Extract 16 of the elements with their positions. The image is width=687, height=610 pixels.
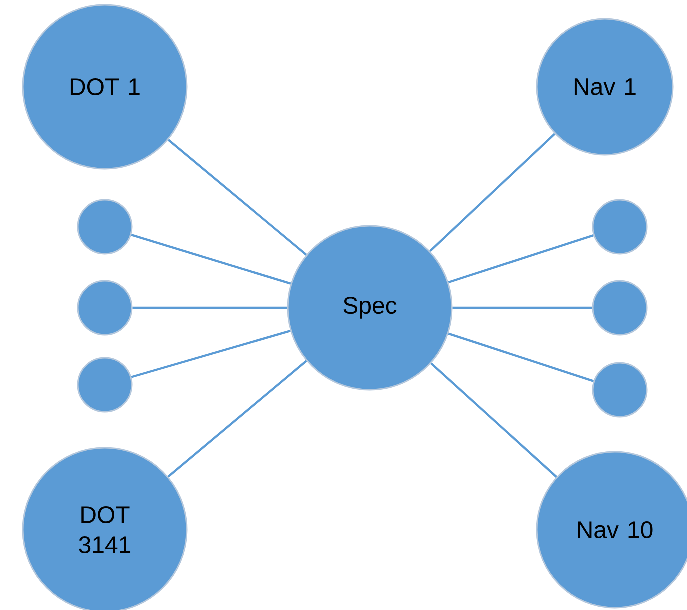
connector-line bbox=[430, 133, 556, 252]
connector-line bbox=[132, 306, 288, 310]
connector-line bbox=[452, 306, 592, 310]
small-circle bbox=[592, 280, 648, 336]
connector-line bbox=[131, 330, 291, 378]
connector-line bbox=[430, 362, 558, 478]
small-circle bbox=[77, 199, 133, 255]
connector-line bbox=[168, 360, 308, 478]
small-circle bbox=[592, 199, 648, 255]
connector-line bbox=[448, 332, 594, 382]
connector-line bbox=[131, 234, 292, 285]
small-circle bbox=[77, 280, 133, 336]
connector-line bbox=[448, 234, 594, 284]
small-circle bbox=[77, 357, 133, 413]
small-circle bbox=[592, 362, 648, 418]
connector-line bbox=[168, 139, 308, 256]
